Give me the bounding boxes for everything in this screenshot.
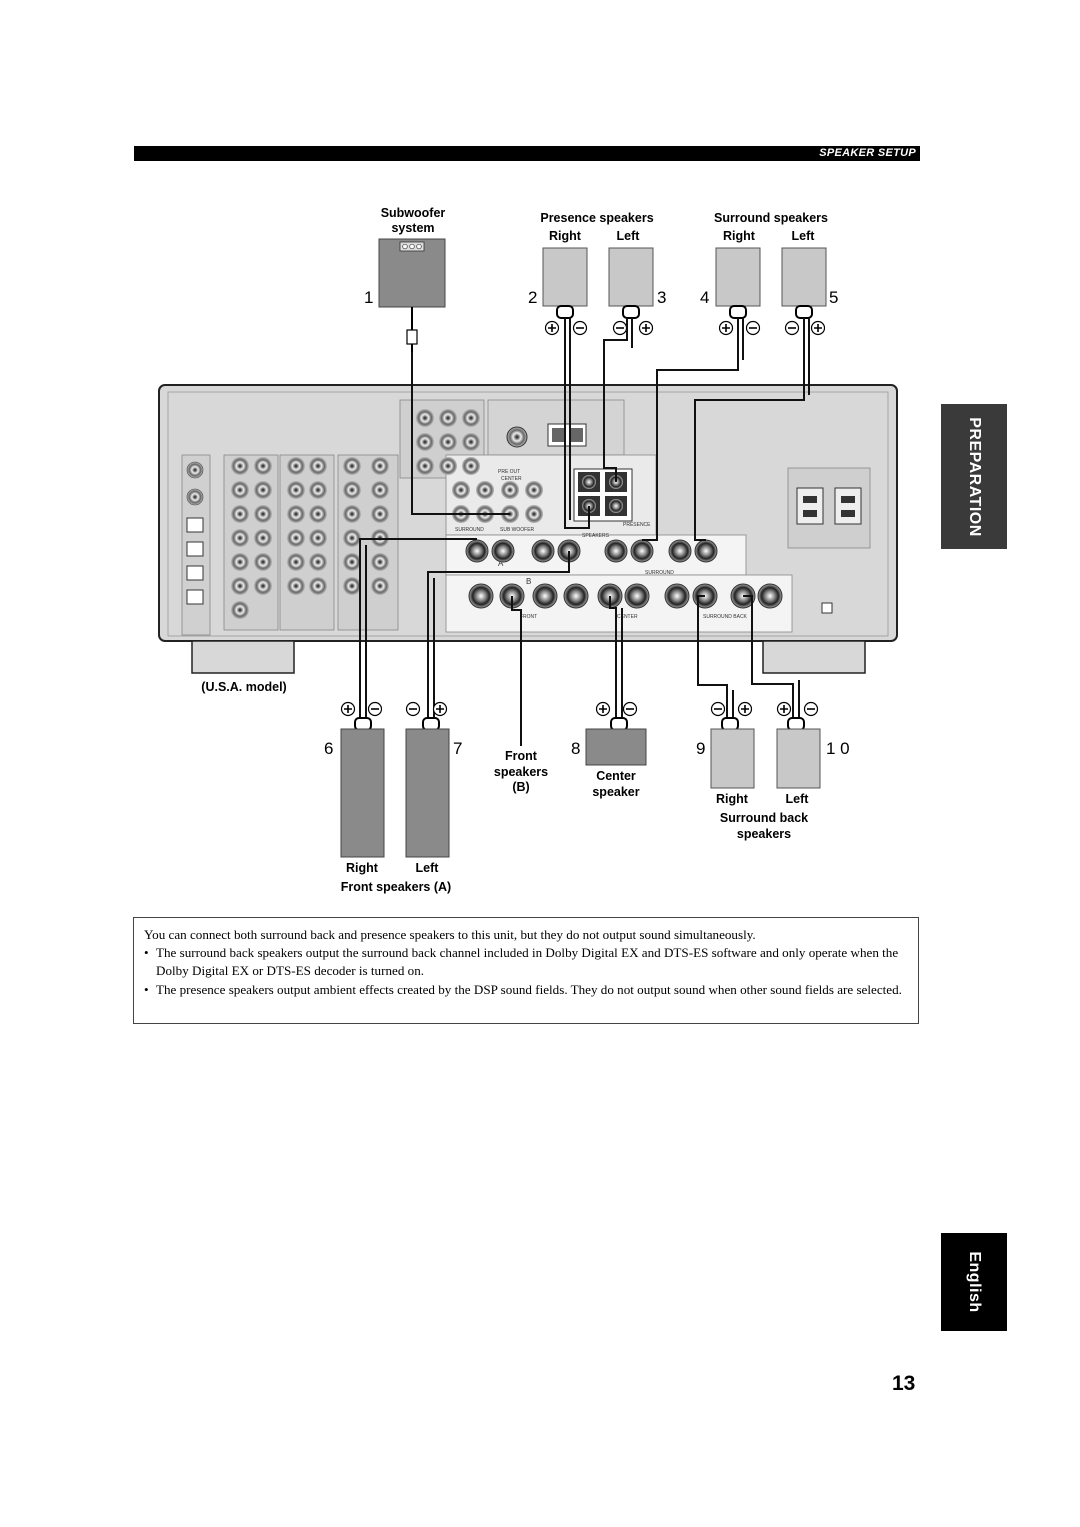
subwoofer-label-2: system [391,221,434,235]
panel-preout-label: PRE OUT [498,469,520,475]
model-label: (U.S.A. model) [201,680,286,694]
panel-speakers-label: SPEAKERS [582,533,610,539]
center-speaker [585,717,647,766]
front-a-right-label: Right [346,861,379,875]
polarity-symbols-top [544,320,826,336]
number-2: 2 [528,288,537,307]
note-bullets: The surround back speakers output the su… [144,944,908,999]
tab-english: English [941,1233,1007,1331]
front-speaker-a-left [405,717,450,858]
subwoofer-label-1: Subwoofer [381,206,446,220]
number-10: 1 0 [826,739,850,758]
sb-title-1: Surround back [720,811,808,825]
speaker-wires [359,318,810,746]
presence-speaker-right [542,247,588,319]
surround-title: Surround speakers [714,211,828,225]
panel-front-label: FRONT [520,614,537,620]
presence-left-label: Left [617,229,641,243]
panel-surround-back-label: SURROUND BACK [703,614,748,620]
section-title: SPEAKER SETUP [819,147,916,159]
center-label-1: Center [596,769,636,783]
surround-back-speaker-left [776,717,821,789]
number-4: 4 [700,288,709,307]
front-b-label-1: Front [505,749,538,763]
sb-title-2: speakers [737,827,791,841]
front-speaker-a-right [340,717,385,858]
surround-back-speaker-right [710,717,755,789]
page-number: 13 [892,1372,916,1395]
panel-a-label: A [498,559,504,568]
panel-presence-label: PRESENCE [623,522,651,528]
presence-right-label: Right [549,229,582,243]
subwoofer [378,238,446,308]
surround-right-label: Right [723,229,756,243]
number-9: 9 [696,739,705,758]
panel-surround-small-label: SURROUND [455,527,484,533]
presence-terminals [573,468,633,522]
number-6: 6 [324,739,333,758]
front-a-left-label: Left [416,861,440,875]
number-1: 1 [364,288,373,307]
note-intro: You can connect both surround back and p… [144,927,756,942]
rca-jacks [186,409,543,619]
note-bullet: The surround back speakers output the su… [144,944,908,980]
note-bullet: The presence speakers output ambient eff… [144,981,908,999]
note-box: You can connect both surround back and p… [133,917,919,1024]
front-b-label-3: (B) [512,780,529,794]
tab-preparation: PREPARATION [941,404,1007,549]
surround-speaker-left [781,247,827,319]
polarity-marks-top [548,324,822,332]
section-header-bar: SPEAKER SETUP [134,146,920,161]
center-label-2: speaker [592,785,639,799]
number-3: 3 [657,288,666,307]
polarity-marks-bottom [344,705,815,713]
panel-b-label: B [526,577,531,586]
surround-left-label: Left [792,229,816,243]
surround-speaker-right [715,247,761,319]
presence-title: Presence speakers [540,211,653,225]
number-8: 8 [571,739,580,758]
panel-center-label: CENTER [501,476,522,482]
panel-surround-label: SURROUND [645,570,674,576]
sb-right-label: Right [716,792,749,806]
number-5: 5 [829,288,838,307]
panel-center-term-label: CENTER [617,614,638,620]
sb-left-label: Left [786,792,810,806]
number-7: 7 [453,739,462,758]
front-a-title: Front speakers (A) [341,880,451,894]
subwoofer-cable [406,307,418,352]
front-b-label-2: speakers [494,765,548,779]
presence-speaker-left [608,247,654,319]
panel-subwoofer-small-label: SUB WOOFER [500,527,535,533]
